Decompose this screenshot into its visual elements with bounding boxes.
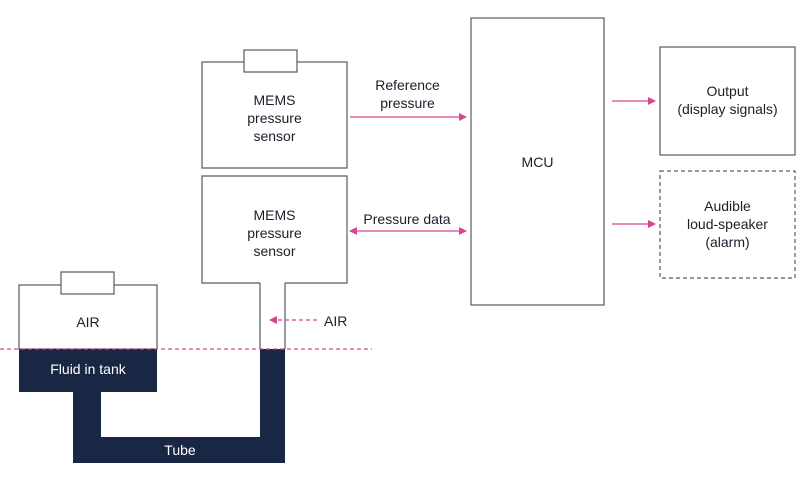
tank-air-label: AIR — [76, 314, 100, 330]
tank-fluid — [19, 349, 157, 392]
alarm-label: Audible loud-speaker (alarm) — [687, 198, 768, 250]
output-box — [659, 46, 796, 156]
bottom-sensor-box — [201, 175, 348, 284]
alarm-box — [659, 170, 796, 279]
tube-fluid — [73, 349, 285, 463]
top-sensor-cap — [243, 49, 298, 73]
bottom-sensor-label: MEMS pressure sensor — [247, 207, 302, 259]
mcu-box — [470, 17, 605, 306]
air-arrow-label: AIR — [324, 313, 348, 329]
output-label: Output (display signals) — [677, 83, 778, 117]
mcu-label: MCU — [521, 154, 554, 170]
pressure-data-label: Pressure data — [363, 211, 451, 227]
tube-label: Tube — [164, 442, 196, 458]
reference-pressure-label: Reference pressure — [375, 77, 440, 111]
top-sensor-box — [201, 61, 348, 169]
fluid-in-tank-label: Fluid in tank — [50, 361, 126, 377]
tank-cap — [60, 271, 115, 295]
top-sensor-label: MEMS pressure sensor — [247, 92, 302, 144]
